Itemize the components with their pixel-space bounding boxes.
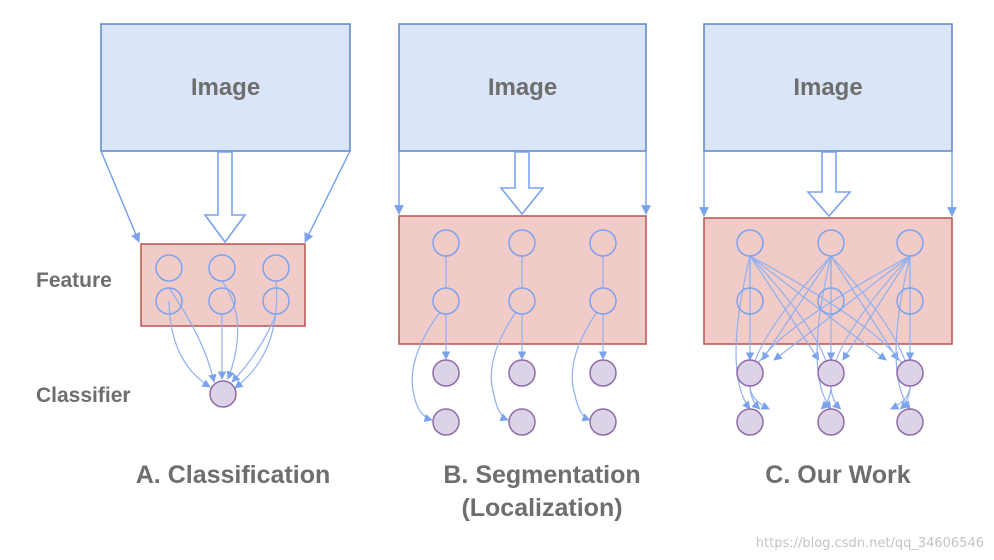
classifier-label: Classifier — [36, 384, 131, 407]
output-node — [817, 359, 845, 387]
edge — [749, 255, 887, 361]
output-node — [736, 359, 764, 387]
edges-b — [411, 256, 608, 422]
image-label-b: Image — [488, 74, 557, 101]
feature-neuron — [262, 287, 290, 315]
fat-arrow-c — [806, 151, 852, 218]
feature-neuron — [508, 287, 536, 315]
panel-c: Image C. Our Work — [699, 23, 957, 489]
edge — [842, 255, 911, 361]
output-node — [736, 408, 764, 436]
feature-box-c — [703, 217, 953, 345]
edge — [411, 311, 441, 422]
caption-b-line2: (Localization) — [461, 494, 622, 522]
classifier-node — [209, 380, 237, 408]
feature-neuron — [589, 287, 617, 315]
feature-neuron — [736, 287, 764, 315]
output-node — [896, 408, 924, 436]
feature-label: Feature — [36, 269, 112, 292]
output-node — [432, 408, 460, 436]
caption-b-line1: B. Segmentation — [443, 461, 640, 489]
edge — [234, 280, 278, 389]
output-node — [432, 359, 460, 387]
edge — [830, 255, 899, 361]
image-label-a: Image — [191, 74, 260, 101]
image-box-b — [398, 23, 647, 152]
feature-neuron — [736, 229, 764, 257]
image-box-a — [100, 23, 351, 152]
output-node — [589, 359, 617, 387]
output-node — [508, 408, 536, 436]
edge — [830, 255, 911, 410]
output-node — [817, 408, 845, 436]
feature-neuron — [262, 254, 290, 282]
image-box-c — [703, 23, 953, 152]
feature-neuron — [896, 287, 924, 315]
feature-neuron — [432, 229, 460, 257]
edge — [895, 255, 911, 410]
panel-b: Image B. Segmentation (Localizati — [394, 23, 651, 522]
edge — [571, 311, 598, 422]
edge — [830, 255, 911, 410]
edge — [749, 255, 832, 410]
feature-neuron — [896, 229, 924, 257]
feature-box-a — [140, 243, 306, 327]
feature-neuron — [589, 229, 617, 257]
edge — [816, 255, 832, 410]
feature-neuron — [208, 287, 236, 315]
edge — [490, 311, 517, 422]
feature-neuron — [155, 254, 183, 282]
feature-neuron — [155, 287, 183, 315]
edge — [749, 255, 832, 410]
feature-neuron — [817, 229, 845, 257]
caption-a: A. Classification — [136, 461, 331, 489]
output-node — [896, 359, 924, 387]
caption-c: C. Our Work — [765, 461, 910, 489]
edge — [749, 255, 820, 361]
panel-a: Image A. Classification — [100, 23, 351, 489]
image-label-c: Image — [793, 74, 862, 101]
feature-neuron — [208, 254, 236, 282]
feature-neuron — [432, 287, 460, 315]
projection-line — [100, 150, 141, 243]
edges-c — [735, 255, 915, 410]
feature-neuron — [508, 229, 536, 257]
edge — [735, 255, 751, 410]
edge — [761, 255, 832, 361]
feature-neuron — [817, 287, 845, 315]
projection-line — [304, 150, 351, 243]
edge — [168, 287, 217, 383]
fat-arrow-b — [499, 151, 545, 216]
output-node — [508, 359, 536, 387]
watermark: https://blog.csdn.net/qq_34606546 — [756, 536, 984, 551]
edge — [231, 313, 277, 383]
fat-arrow-a — [203, 151, 247, 244]
output-node — [589, 408, 617, 436]
edge — [749, 255, 911, 410]
